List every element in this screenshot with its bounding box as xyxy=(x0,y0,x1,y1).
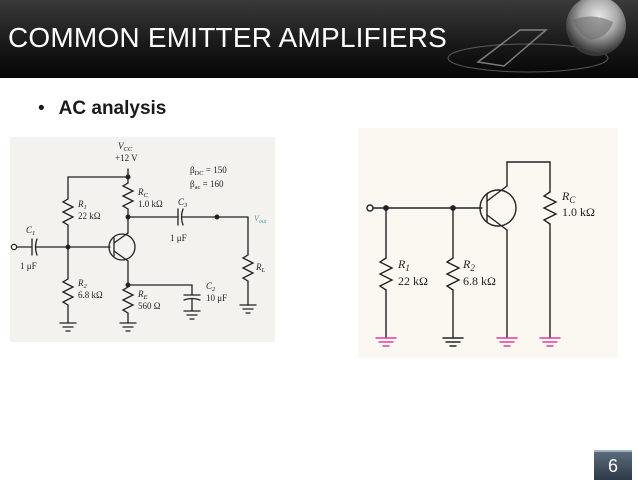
c2-value: 10 μF xyxy=(206,293,227,303)
r1-resistor xyxy=(61,198,75,226)
title-bar: COMMON EMITTER AMPLIFIERS xyxy=(0,0,638,78)
vcc-label: VCC xyxy=(118,141,133,153)
re-label: RE xyxy=(137,289,148,301)
c2-label: C2 xyxy=(206,281,216,293)
rc-resistor xyxy=(121,182,135,210)
input-terminal xyxy=(366,204,374,212)
c1-value: 1 μF xyxy=(20,261,37,271)
r2-resistor xyxy=(445,257,461,291)
r1-value: 22 kΩ xyxy=(398,274,428,288)
c3-label: C3 xyxy=(178,197,188,209)
vout-label: Vout xyxy=(254,214,267,225)
globe-decoration-icon xyxy=(447,0,626,73)
re-value: 560 Ω xyxy=(138,301,161,311)
common-emitter-full-circuit: VCC +12 V βDC = 150 βac = 160 R1 22 kΩ R… xyxy=(10,141,267,332)
bullet-item: • AC analysis xyxy=(38,98,166,120)
r2-value: 6.8 kΩ xyxy=(463,274,496,288)
ground-symbols xyxy=(375,337,561,347)
rl-resistor xyxy=(241,254,255,282)
r1-resistor xyxy=(378,257,394,291)
slide-title: COMMON EMITTER AMPLIFIERS xyxy=(8,22,448,53)
right-circuit-panel: R1 22 kΩ R2 6.8 kΩ RC 1.0 kΩ xyxy=(358,128,618,358)
rc-value: 1.0 kΩ xyxy=(138,199,163,209)
transistor-q1 xyxy=(479,189,517,227)
r2-resistor xyxy=(61,278,75,306)
c3-value: 1 μF xyxy=(170,233,187,243)
re-resistor xyxy=(121,286,135,314)
rc-resistor xyxy=(542,191,558,225)
bullet-symbol: • xyxy=(38,98,45,119)
beta-ac-label: βac = 160 xyxy=(190,179,224,191)
r2-label: R2 xyxy=(77,278,88,290)
rc-value: 1.0 kΩ xyxy=(562,205,595,219)
rl-label: RL xyxy=(255,262,266,274)
r1-value: 22 kΩ xyxy=(78,211,101,221)
c1-label: C1 xyxy=(26,225,35,237)
r1-label: R1 xyxy=(397,257,410,273)
vcc-value: +12 V xyxy=(115,153,138,163)
bullet-text: AC analysis xyxy=(58,98,167,119)
beta-dc-label: βDC = 150 xyxy=(190,165,227,177)
slide-number: 6 xyxy=(594,450,632,480)
r1-label: R1 xyxy=(77,199,87,211)
left-circuit-panel: VCC +12 V βDC = 150 βac = 160 R1 22 kΩ R… xyxy=(10,137,275,342)
rc-label: RC xyxy=(137,187,149,199)
rc-label: RC xyxy=(561,189,576,205)
r2-value: 6.8 kΩ xyxy=(78,290,103,300)
r2-label: R2 xyxy=(462,257,475,273)
ac-equivalent-circuit: R1 22 kΩ R2 6.8 kΩ RC 1.0 kΩ xyxy=(366,161,595,347)
transistor-q1 xyxy=(108,233,136,261)
